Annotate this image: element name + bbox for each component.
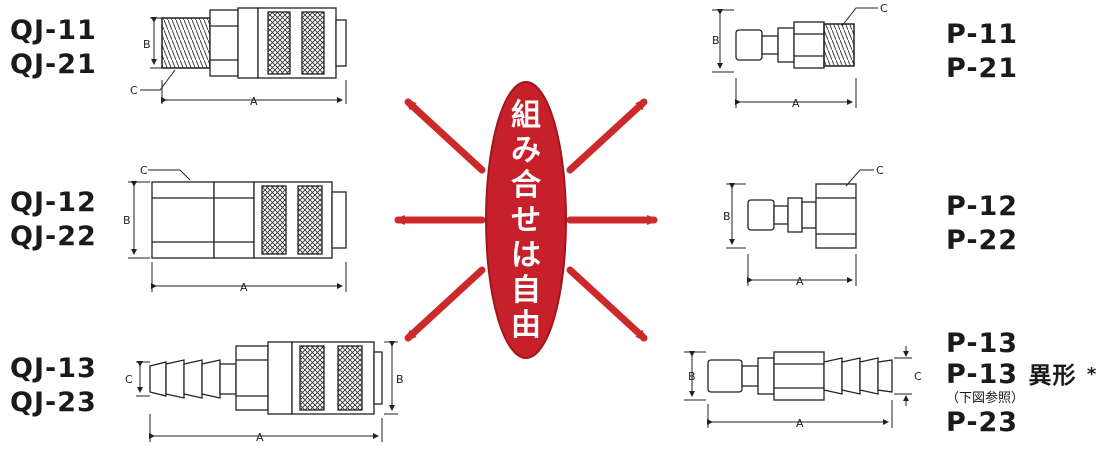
plug-p11-drawing xyxy=(735,21,855,69)
plug-p12-drawing xyxy=(747,183,857,249)
dim-b-label: B xyxy=(143,38,151,51)
dim-b-label: B xyxy=(123,214,131,227)
label-qj12-group: QJ-12 QJ-22 xyxy=(10,186,97,254)
model-label: QJ-11 xyxy=(10,15,97,46)
asterisk-mark: * xyxy=(1086,364,1098,385)
coupler-qj13-drawing xyxy=(149,341,383,415)
model-label: P-23 xyxy=(946,407,1019,438)
reference-note: （下図参照） xyxy=(946,391,1025,406)
label-qj13-group: QJ-13 QJ-23 xyxy=(10,352,97,420)
model-label: P-13 xyxy=(946,328,1019,359)
model-label: P-22 xyxy=(946,225,1019,256)
model-label: P-21 xyxy=(946,53,1019,84)
model-label: P-13 xyxy=(946,359,1019,390)
model-label: QJ-23 xyxy=(10,387,97,418)
plug-p13-drawing xyxy=(707,351,893,401)
model-label: QJ-22 xyxy=(10,221,97,252)
center-slogan: 組み合せは自由 xyxy=(511,98,541,343)
dim-c-label: C xyxy=(876,164,884,177)
dim-c-label: C xyxy=(880,2,888,15)
dim-c-label: C xyxy=(140,164,148,177)
label-p11-group: P-11 P-21 xyxy=(946,18,1018,86)
model-label: QJ-12 xyxy=(10,187,97,218)
dim-c-label: C xyxy=(914,370,922,383)
label-p12-group: P-12 P-22 xyxy=(946,190,1018,258)
dim-a-label: A xyxy=(792,97,800,110)
coupler-qj11-drawing xyxy=(161,7,347,79)
dim-a-label: A xyxy=(250,95,258,108)
model-label: QJ-21 xyxy=(10,49,97,80)
label-qj11-group: QJ-11 QJ-21 xyxy=(10,14,97,82)
label-p13-group: P-13 P-13 異形 * （下図参照） P-23 xyxy=(946,328,1097,439)
model-label: P-12 xyxy=(946,191,1019,222)
dim-b-label: B xyxy=(688,370,696,383)
dim-a-label: A xyxy=(796,275,804,288)
dim-a-label: A xyxy=(796,417,804,430)
dim-b-label: B xyxy=(712,34,720,47)
dim-a-label: A xyxy=(256,431,264,444)
model-label: QJ-13 xyxy=(10,353,97,384)
coupler-qj12-drawing xyxy=(151,181,347,259)
dim-c-label: C xyxy=(130,84,138,97)
dim-b-label: B xyxy=(723,210,731,223)
variant-tag: 異形 xyxy=(1028,363,1077,389)
model-label: P-11 xyxy=(946,19,1019,50)
combination-arrows xyxy=(394,98,658,342)
dim-c-label: C xyxy=(125,373,133,386)
center-ellipse xyxy=(485,81,567,359)
dim-a-label: A xyxy=(240,281,248,294)
dim-b-label: B xyxy=(396,373,404,386)
